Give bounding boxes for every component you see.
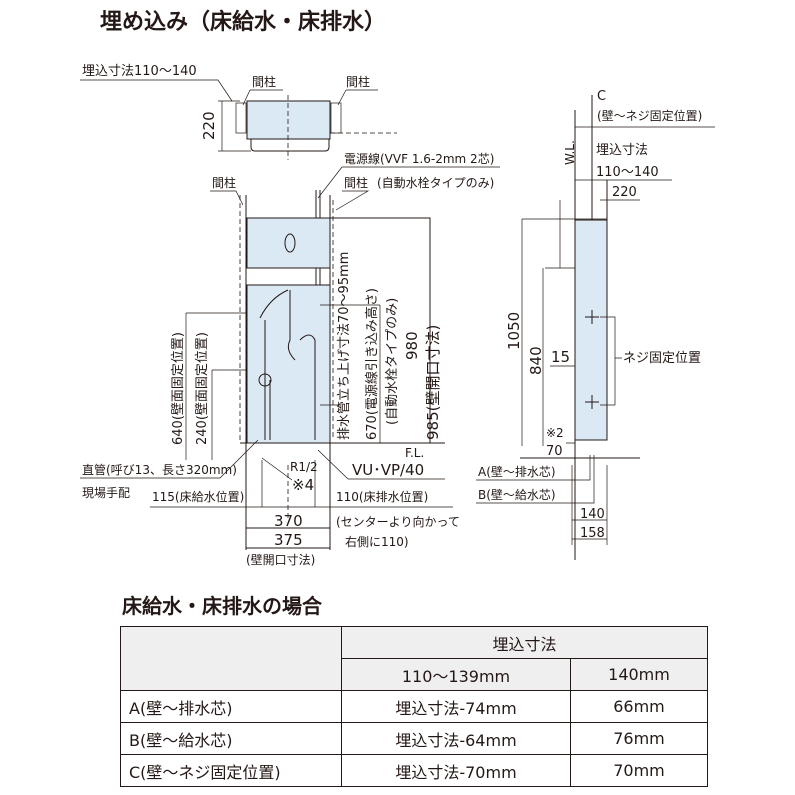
row-label: A(壁～排水芯) (120, 690, 342, 723)
height-70: 70 (546, 444, 563, 459)
stud-label: 間柱 (212, 175, 236, 190)
table-corner (120, 626, 342, 691)
column-header: 140mm (570, 658, 708, 691)
stud-label: 間柱 (346, 74, 370, 89)
height-985: 985(壁開口寸法) (424, 325, 442, 440)
drain-position: 110(床排水位置) (336, 489, 428, 504)
embed-label: 埋込寸法 (596, 143, 648, 158)
cabinet-front (246, 284, 331, 444)
height-840: 840 (527, 346, 545, 375)
top-view: 埋込寸法110～140 間柱 間柱 220 (80, 64, 397, 160)
water-line-label: W.L. (563, 140, 577, 165)
auto-faucet-note: (自動水栓タイプのみ) (377, 175, 494, 190)
screw-position-label: ネジ固定位置 (623, 351, 701, 366)
depth-220: 220 (612, 185, 637, 200)
embed-label: 埋込寸法110～140 (82, 64, 197, 79)
table-title: 床給水・床排水の場合 (122, 594, 322, 618)
center-note: (センターより向かって (336, 514, 460, 529)
group-header: 埋込寸法 (341, 626, 708, 659)
b-label: B(壁～給水芯) (478, 487, 556, 502)
center-note: 右側に110) (345, 534, 409, 549)
height-1050: 1050 (505, 312, 523, 350)
opening-label: (壁開口寸法) (246, 552, 315, 567)
embed-range: 110～140 (596, 165, 659, 180)
depth-15: 15 (551, 348, 570, 366)
note-4: ※4 (292, 476, 314, 494)
c-label: C (597, 89, 606, 104)
basin-front (246, 217, 331, 269)
wall-fix-240: 240(壁面固定位置) (195, 332, 210, 445)
straight-pipe-label: 直管(呼び13、長さ320mm) (82, 462, 237, 477)
dimension-table: 埋込寸法 110～139mm 140mm A(壁～排水芯) 埋込寸法-74mm … (120, 626, 708, 787)
cell: 埋込寸法-74mm (341, 690, 571, 723)
note-2: ※2 (546, 426, 564, 440)
depth-158: 158 (580, 526, 605, 541)
depth-220: 220 (200, 111, 218, 140)
cell: 埋込寸法-70mm (341, 754, 571, 787)
cell: 埋込寸法-64mm (341, 722, 571, 755)
height-980: 980 (403, 331, 421, 360)
cell: 66mm (570, 690, 708, 723)
a-label: A(壁～排水芯) (478, 464, 556, 479)
floor-level-label: F.L. (405, 446, 424, 460)
power-cable-label: 電源線(VVF 1.6-2mm 2芯) (344, 151, 494, 166)
r12-label: R1/2 (290, 460, 318, 474)
row-label: C(壁～ネジ固定位置) (120, 754, 342, 787)
width-370: 370 (274, 512, 303, 530)
wall-fix-640: 640(壁面固定位置) (171, 332, 186, 445)
row-label: B(壁～給水芯) (120, 722, 342, 755)
supply-position: 115(床給水位置) (152, 489, 244, 504)
stud-label: 間柱 (344, 175, 368, 190)
cell: 76mm (570, 722, 708, 755)
basin-top (246, 100, 331, 140)
page-title: 埋め込み（床給水・床排水） (100, 10, 387, 35)
stud-label: 間柱 (252, 74, 276, 89)
drain-riser-dim: 排水管立ち上げ寸法70～95mm (337, 252, 352, 440)
side-view: C (壁～ネジ固定位置) W.L. 埋込寸法 110～140 220 1050 … (476, 89, 715, 560)
table-row: B(壁～給水芯) 埋込寸法-64mm 76mm (120, 722, 708, 755)
c-note: (壁～ネジ固定位置) (597, 108, 702, 123)
auto-faucet-note: (自動水栓タイプのみ) (385, 298, 400, 425)
drain-pipe-spec: VU･VP/40 (352, 461, 424, 479)
table-row: C(壁～ネジ固定位置) 埋込寸法-70mm 70mm (120, 754, 708, 787)
cell: 70mm (570, 754, 708, 787)
site-supply-label: 現場手配 (82, 486, 130, 500)
width-375: 375 (274, 531, 303, 549)
table-row: A(壁～排水芯) 埋込寸法-74mm 66mm (120, 690, 708, 723)
depth-140: 140 (580, 507, 605, 522)
column-header: 110～139mm (341, 658, 571, 691)
power-inlet-height: 670(電源線引き込み高さ) (364, 288, 380, 440)
front-view: 間柱 電源線(VVF 1.6-2mm 2芯) 間柱 (自動水栓タイプのみ) F.… (80, 151, 500, 567)
cabinet-side (574, 219, 608, 441)
